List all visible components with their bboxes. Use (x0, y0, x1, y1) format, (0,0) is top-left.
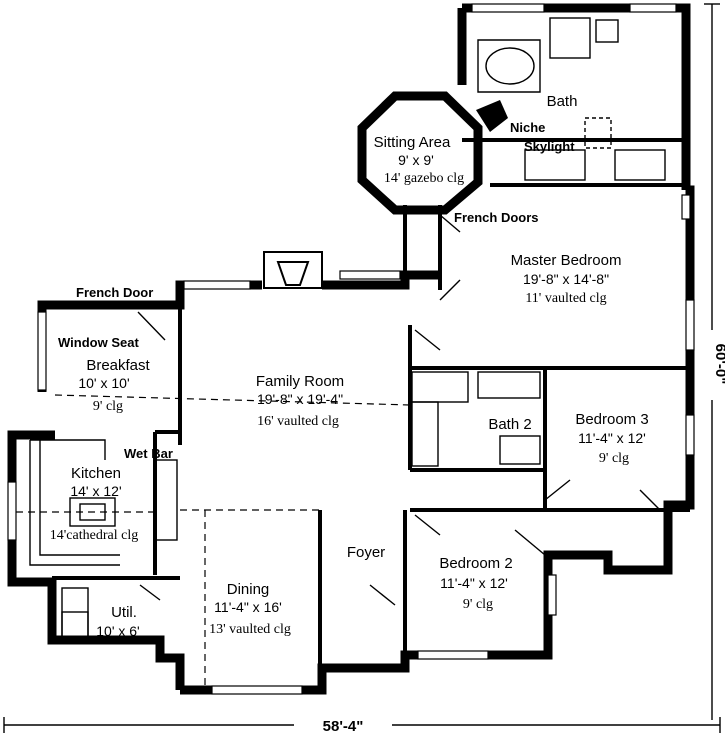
family-room-size: 19'-8" x 19'-4" (257, 391, 343, 407)
foyer-name: Foyer (347, 544, 385, 561)
family-room-name: Family Room (256, 373, 344, 390)
bedroom3-size: 11'-4" x 12' (578, 430, 646, 446)
bedroom2-ceiling: 9' clg (463, 597, 493, 612)
kitchen-ceiling: 14'cathedral clg (50, 528, 138, 543)
master-bedroom-ceiling: 11' vaulted clg (525, 291, 606, 306)
sitting-area-ceiling: 14' gazebo clg (384, 171, 464, 186)
french-doors-label: French Doors (454, 210, 539, 225)
windows (7, 3, 695, 695)
breakfast-ceiling: 9' clg (93, 399, 123, 414)
kitchen-size: 14' x 12' (70, 483, 121, 499)
sitting-area-size: 9' x 9' (398, 152, 434, 168)
width-dimension-line (3, 717, 721, 733)
bath-name: Bath (547, 93, 578, 110)
dining-size: 11'-4" x 16' (214, 599, 282, 615)
interior-walls (52, 138, 690, 668)
bedroom2-name: Bedroom 2 (439, 555, 512, 572)
master-bedroom-name: Master Bedroom (511, 252, 622, 269)
utility-appliances (61, 587, 89, 639)
bedroom3-name: Bedroom 3 (575, 411, 648, 428)
fireplace (263, 251, 323, 289)
bath2-fixtures (411, 371, 541, 467)
breakfast-size: 10' x 10' (78, 375, 129, 391)
open-plan-dividers (16, 394, 411, 690)
family-room-ceiling: 16' vaulted clg (257, 414, 339, 429)
wet-bar-label: Wet Bar (124, 446, 173, 461)
util-size: 10' x 6' (96, 623, 139, 639)
bath2-name: Bath 2 (488, 416, 531, 433)
dining-name: Dining (227, 581, 270, 598)
bedroom3-ceiling: 9' clg (599, 451, 629, 466)
dining-ceiling: 13' vaulted clg (209, 622, 291, 637)
skylight-label: Skylight (524, 139, 575, 154)
kitchen-name: Kitchen (71, 465, 121, 482)
niche-label: Niche (510, 120, 545, 135)
master-bedroom-size: 19'-8" x 14'-8" (523, 271, 609, 287)
french-door-label: French Door (76, 285, 153, 300)
door-swings (137, 214, 661, 606)
sitting-area-name: Sitting Area (374, 134, 451, 151)
bath-fixtures (476, 17, 666, 181)
util-name: Util. (111, 604, 137, 621)
breakfast-name: Breakfast (86, 357, 150, 374)
overall-width: 58'-4" (323, 718, 364, 735)
bedroom2-size: 11'-4" x 12' (440, 575, 508, 591)
overall-depth: 60'-0" (712, 344, 725, 385)
depth-dimension-line (704, 3, 720, 720)
window-seat-label: Window Seat (58, 335, 139, 350)
kitchen-counters (29, 439, 178, 566)
